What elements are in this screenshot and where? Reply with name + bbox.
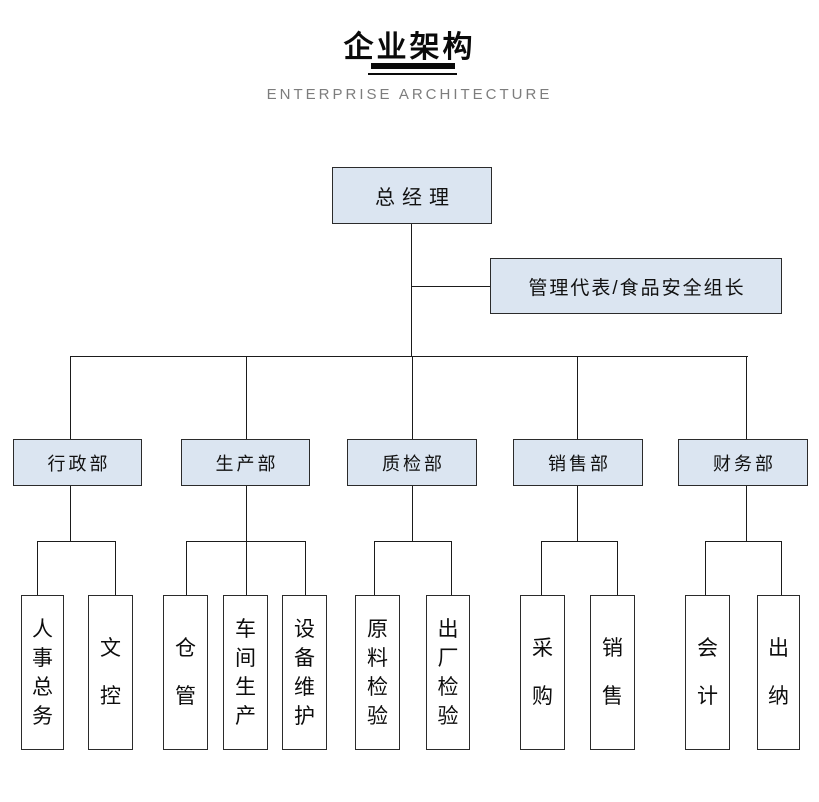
connector-sub-drop (246, 541, 248, 595)
title-underline-thin (368, 73, 457, 75)
dept-box-label: 质检部 (382, 453, 445, 474)
sub-box-raw-material-inspection: 原料检验 (355, 595, 400, 750)
connector-root-down (411, 224, 413, 357)
sub-box-accounting: 会计 (685, 595, 730, 750)
dept-box-sales: 销售部 (513, 439, 643, 486)
sub-box-label: 车间生产 (235, 617, 256, 728)
sub-box-label: 原料检验 (367, 617, 388, 728)
connector-advisor-spur (411, 286, 490, 288)
sub-box-label: 销售 (602, 636, 623, 708)
dept-box-production: 生产部 (181, 439, 310, 486)
connector-drop-qc (412, 357, 414, 439)
advisor-box-label: 管理代表/食品安全组长 (528, 277, 746, 299)
connector-sub-drop (305, 541, 307, 595)
sub-box-sales: 销售 (590, 595, 635, 750)
dept-box-admin: 行政部 (13, 439, 142, 486)
connector-subbranch-sales (541, 541, 617, 543)
connector-sub-drop (541, 541, 543, 595)
dept-box-label: 财务部 (713, 453, 776, 474)
sub-box-label: 出纳 (768, 636, 789, 708)
sub-box-warehouse: 仓管 (163, 595, 208, 750)
connector-subbranch-qc (374, 541, 451, 543)
sub-box-label: 设备维护 (294, 617, 315, 728)
connector-drop-production (246, 357, 248, 439)
root-box-label: 总经理 (375, 187, 456, 209)
connector-sub-drop (186, 541, 188, 595)
sub-box-label: 出厂检验 (437, 617, 459, 728)
dept-box-finance: 财务部 (678, 439, 808, 486)
page-subtitle: ENTERPRISE ARCHITECTURE (266, 86, 553, 103)
connector-subbranch-finance (705, 541, 782, 543)
connector-admin-down (70, 486, 72, 541)
connector-main-branch (70, 356, 748, 358)
root-box-general-manager: 总经理 (332, 167, 492, 224)
title-underline-thick (371, 63, 455, 69)
connector-drop-admin (70, 357, 72, 439)
sub-box-label: 采购 (532, 636, 553, 708)
dept-box-label: 行政部 (47, 453, 111, 474)
advisor-box-management-rep-food-safety: 管理代表/食品安全组长 (490, 258, 782, 314)
connector-drop-sales (577, 357, 579, 439)
sub-box-doc-control: 文控 (88, 595, 133, 750)
connector-sub-drop (781, 541, 783, 595)
sub-box-cashier: 出纳 (757, 595, 800, 750)
dept-box-label: 生产部 (215, 453, 279, 474)
connector-sub-drop (374, 541, 376, 595)
connector-sub-drop (37, 541, 39, 595)
connector-sub-drop (705, 541, 707, 595)
connector-qc-down (412, 486, 414, 541)
connector-drop-finance (746, 357, 748, 439)
sub-box-equipment-maintenance: 设备维护 (282, 595, 327, 750)
connector-subbranch-production (186, 541, 305, 543)
sub-box-outgoing-inspection: 出厂检验 (426, 595, 470, 750)
connector-subbranch-admin (37, 541, 115, 543)
connector-finance-down (746, 486, 748, 541)
sub-box-hr-general-affairs: 人事总务 (21, 595, 64, 750)
sub-box-label: 文控 (100, 636, 121, 708)
sub-box-purchasing: 采购 (520, 595, 565, 750)
sub-box-workshop-production: 车间生产 (223, 595, 268, 750)
page-title: 企业架构 (343, 31, 476, 64)
sub-box-label: 会计 (697, 636, 718, 708)
dept-box-qc: 质检部 (347, 439, 477, 486)
connector-sub-drop (617, 541, 619, 595)
dept-box-label: 销售部 (548, 453, 611, 474)
connector-sales-down (577, 486, 579, 541)
connector-sub-drop (451, 541, 453, 595)
connector-production-down (246, 486, 248, 541)
sub-box-label: 人事总务 (32, 617, 53, 728)
connector-sub-drop (115, 541, 117, 595)
sub-box-label: 仓管 (175, 636, 196, 708)
